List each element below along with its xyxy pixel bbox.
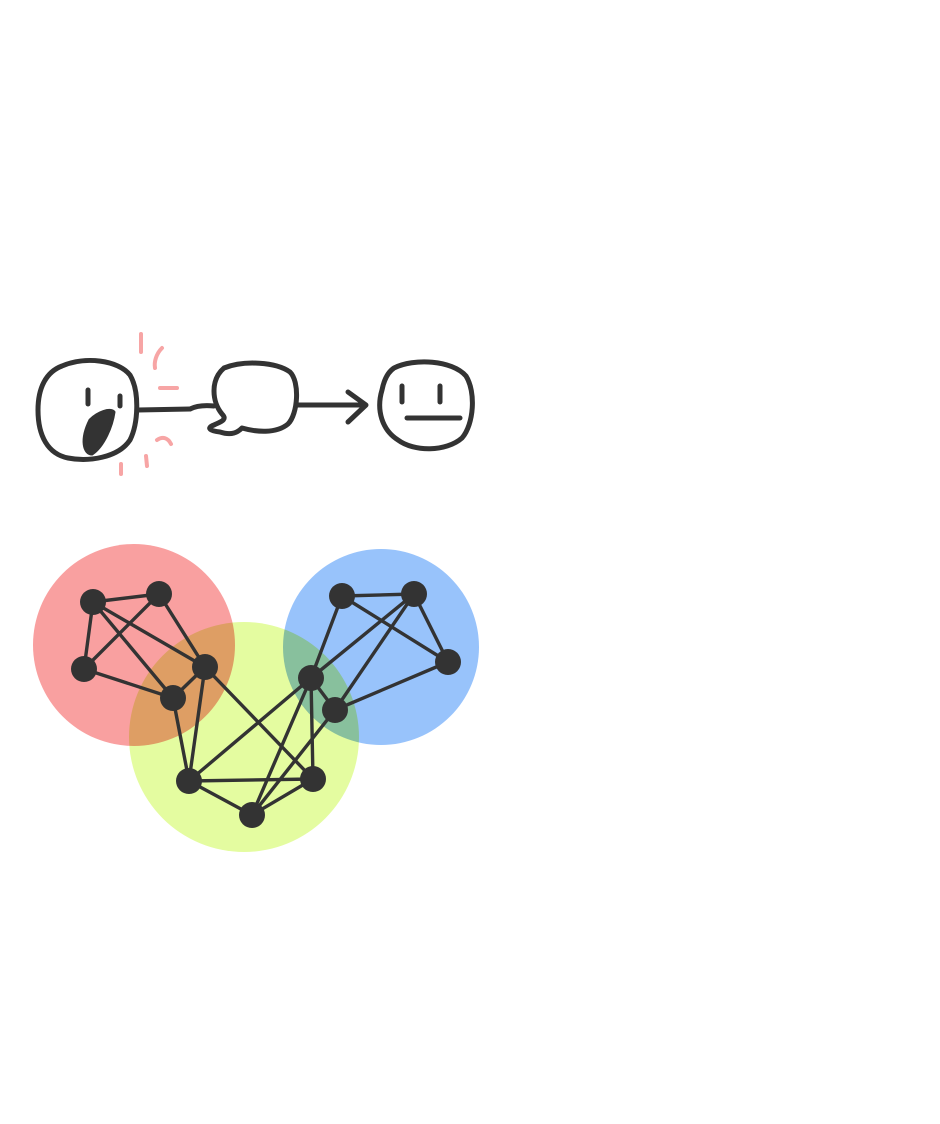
- bubble-tail-line: [187, 403, 217, 412]
- node-b2: [401, 581, 427, 607]
- arrow-right-icon: [295, 389, 369, 425]
- arrow-head: [345, 389, 369, 425]
- edge-b4-b2: [309, 592, 416, 680]
- edge-r4-g1: [187, 665, 207, 783]
- node-b4: [298, 665, 324, 691]
- edge-g2-b4: [309, 676, 315, 781]
- edge-r1-r5: [91, 600, 175, 700]
- edge-g3-b5: [250, 708, 337, 817]
- neutral-face-icon: [377, 359, 475, 452]
- speech-bubble-shape: [207, 360, 299, 437]
- shout-marks: [119, 332, 179, 476]
- node-r4: [192, 654, 218, 680]
- node-b5: [322, 697, 348, 723]
- node-g3: [239, 802, 265, 828]
- shout-connector: [135, 406, 193, 413]
- edge-r1-r4: [91, 600, 207, 669]
- edge-b4-b1: [309, 594, 344, 680]
- edge-r2-r4: [157, 592, 207, 669]
- shouting-face-head: [35, 358, 140, 462]
- network-nodes: [71, 581, 461, 828]
- edge-r2-r3: [82, 592, 161, 671]
- node-b3: [435, 649, 461, 675]
- edge-g1-b4: [187, 676, 313, 783]
- speech-bubble-icon: [207, 360, 299, 437]
- edge-b3-b5: [333, 660, 450, 712]
- node-r3: [71, 656, 97, 682]
- node-g1: [176, 768, 202, 794]
- edge-b2-b5: [333, 592, 416, 712]
- shouting-face-mouth: [82, 408, 116, 456]
- neutral-face-head: [377, 359, 475, 452]
- edge-r3-r5: [82, 667, 175, 700]
- node-b1: [329, 583, 355, 609]
- edge-r5-g1: [171, 696, 191, 783]
- edge-b1-b3: [340, 594, 450, 664]
- edge-g1-g2: [187, 777, 315, 783]
- node-r1: [80, 589, 106, 615]
- shouting-face-icon: [35, 358, 140, 462]
- node-r5: [160, 685, 186, 711]
- node-g2: [300, 766, 326, 792]
- edge-g3-b4: [250, 676, 313, 817]
- node-r2: [146, 581, 172, 607]
